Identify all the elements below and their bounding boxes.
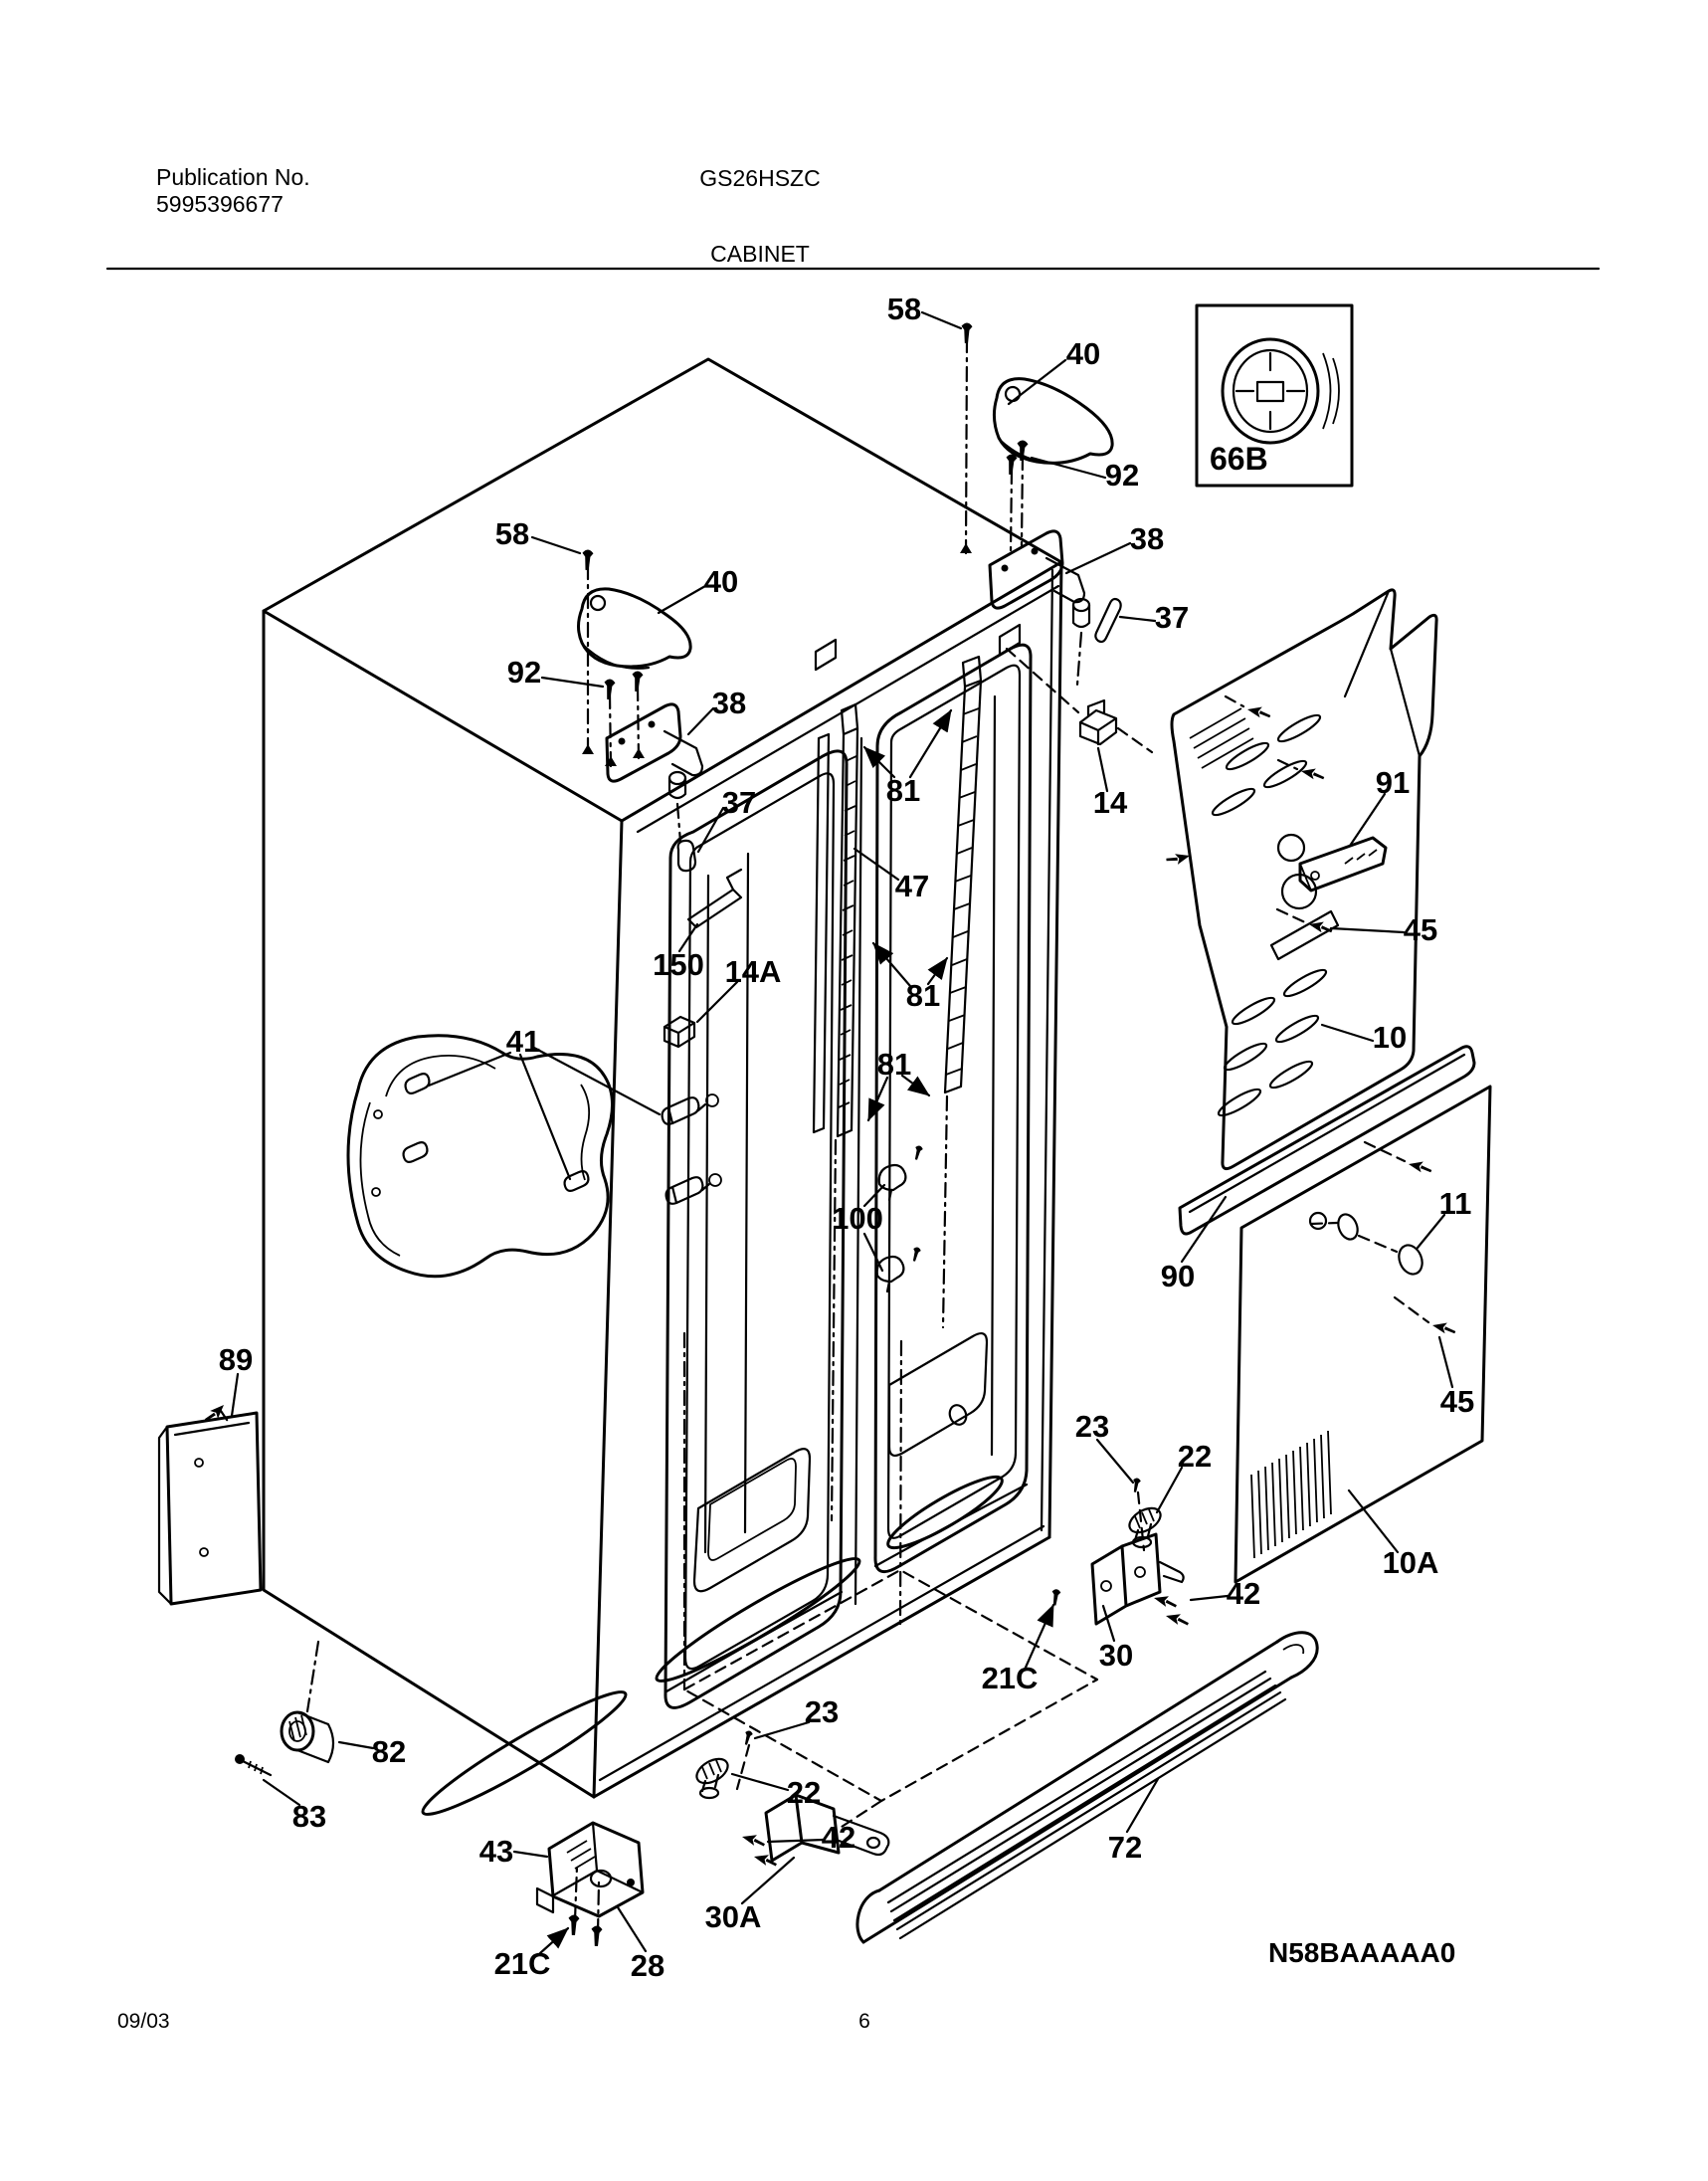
part-label-72: 72 [1108, 1830, 1142, 1865]
footer-date: 09/03 [117, 2010, 170, 2033]
part-label-42-right: 42 [1227, 1576, 1260, 1611]
part-label-30a: 30A [705, 1899, 762, 1934]
part-label-89: 89 [219, 1342, 253, 1377]
part-label-21c-right: 21C [982, 1661, 1039, 1695]
bracket-150 [686, 868, 743, 929]
rail-clips-100 [875, 1144, 924, 1293]
clip-14a [663, 1015, 696, 1049]
top-hinge-38-right [988, 529, 1064, 610]
inset-66b: 66B [1195, 303, 1354, 488]
access-cover-10a [1234, 1085, 1492, 1584]
part-label-38-top-right: 38 [1130, 521, 1164, 556]
part-label-38-top-left: 38 [712, 686, 746, 720]
roller-bracket-30a [764, 1793, 890, 1863]
cabinet-body [262, 357, 1063, 1816]
part-label-91: 91 [1376, 765, 1410, 800]
screw-83 [235, 1754, 273, 1777]
drain-trough-90 [1178, 1045, 1476, 1236]
rail-47 [812, 732, 831, 1134]
connector-14 [1078, 698, 1118, 746]
assembly-guide-lines [219, 336, 1430, 1935]
screw-21c-right-icon [1049, 1588, 1061, 1607]
shelf-rack-81-rear [943, 655, 983, 1094]
air-duct-10 [1170, 588, 1438, 1171]
page-footer: 09/03 6 N58BAAAAA0 [117, 1937, 1455, 2033]
part-label-10: 10 [1373, 1020, 1407, 1055]
screw-21c-left-icon [567, 1914, 580, 1936]
page-header: Publication No. 5995396677 GS26HSZC CABI… [105, 164, 1601, 271]
part-label-58-top-right: 58 [887, 292, 921, 326]
part-label-22-left: 22 [787, 1775, 821, 1810]
part-label-22-right: 22 [1178, 1439, 1212, 1474]
part-label-81-bottom: 81 [877, 1047, 911, 1082]
part-label-11: 11 [1439, 1186, 1472, 1221]
part-label-90: 90 [1161, 1259, 1195, 1293]
part-label-92-top-left: 92 [507, 655, 541, 690]
bracket-91 [1298, 836, 1388, 892]
diagram-code: N58BAAAAA0 [1268, 1937, 1455, 1968]
part-label-21c-left: 21C [494, 1946, 551, 1981]
plug-66b-icon [1221, 337, 1340, 445]
roller-22-left [695, 1757, 729, 1800]
top-hinge-38-left [605, 702, 682, 783]
shelf-rails-group [812, 655, 983, 1293]
part-label-42-left: 42 [822, 1820, 855, 1855]
part-label-23-left: 23 [805, 1694, 839, 1729]
plug-37-left [676, 839, 697, 873]
section-title: CABINET [710, 241, 810, 267]
part-label-81-mid: 81 [906, 978, 940, 1013]
shelf-rack-81-front [836, 702, 859, 1138]
part-label-30: 30 [1099, 1638, 1133, 1673]
bottom-hinge-30 [1090, 1532, 1185, 1626]
part-label-100: 100 [832, 1201, 883, 1236]
part-label-37-top-left: 37 [722, 785, 756, 820]
top-hinge-left-group [577, 549, 704, 873]
toe-grille-72 [855, 1631, 1319, 1944]
inset-box [1195, 303, 1354, 488]
part-label-45-lower: 45 [1440, 1384, 1474, 1419]
screw-42-right-icon [1152, 1592, 1179, 1610]
roller-bracket-43 [535, 1821, 645, 1918]
cover-plate-89 [157, 1401, 263, 1606]
bottom-hardware-group [235, 1477, 1319, 1947]
part-label-58-top-left: 58 [495, 516, 529, 551]
part-label-81-top: 81 [886, 773, 920, 808]
part-label-45-upper: 45 [1404, 912, 1437, 947]
part-label-40-top-right: 40 [1066, 336, 1100, 371]
part-label-47: 47 [895, 869, 929, 903]
part-label-37-top-right: 37 [1155, 600, 1189, 635]
water-tank-group [157, 868, 743, 1606]
screw-23-left-icon [742, 1729, 754, 1746]
roller-82 [280, 1710, 335, 1764]
part-label-41: 41 [506, 1024, 540, 1059]
screw-42-left-icon [740, 1831, 767, 1849]
part-label-23-right: 23 [1075, 1409, 1109, 1444]
part-label-14a: 14A [725, 954, 782, 989]
part-label-40-top-left: 40 [704, 564, 738, 599]
part-label-10a: 10A [1383, 1545, 1439, 1580]
part-label-14: 14 [1093, 785, 1128, 820]
bolt-41 [661, 1096, 700, 1125]
part-label-83: 83 [292, 1799, 326, 1834]
air-duct-group [1078, 588, 1492, 1584]
part-label-28: 28 [631, 1948, 664, 1983]
screw-45-lower-icon [1430, 1319, 1457, 1336]
model-number: GS26HSZC [699, 165, 820, 191]
top-hinge-right-group [960, 322, 1122, 644]
plug-37-right [1094, 597, 1122, 644]
screw-23-right-icon [1131, 1477, 1142, 1493]
grommet-11 [1337, 1213, 1359, 1241]
publication-number: 5995396677 [156, 191, 284, 217]
inset-label: 66B [1210, 441, 1268, 477]
leader-lines [230, 310, 1454, 1955]
part-label-43: 43 [479, 1834, 513, 1869]
water-tank [346, 1034, 614, 1279]
publication-label: Publication No. [156, 164, 310, 190]
part-label-82: 82 [372, 1734, 406, 1769]
part-label-92-top-right: 92 [1105, 458, 1139, 493]
part-labels: 58 40 92 38 37 58 40 92 38 37 91 45 10 11 45 10A 90 14 81 4… [219, 292, 1474, 1983]
footer-page-number: 6 [858, 2010, 870, 2033]
part-label-150: 150 [653, 947, 704, 982]
